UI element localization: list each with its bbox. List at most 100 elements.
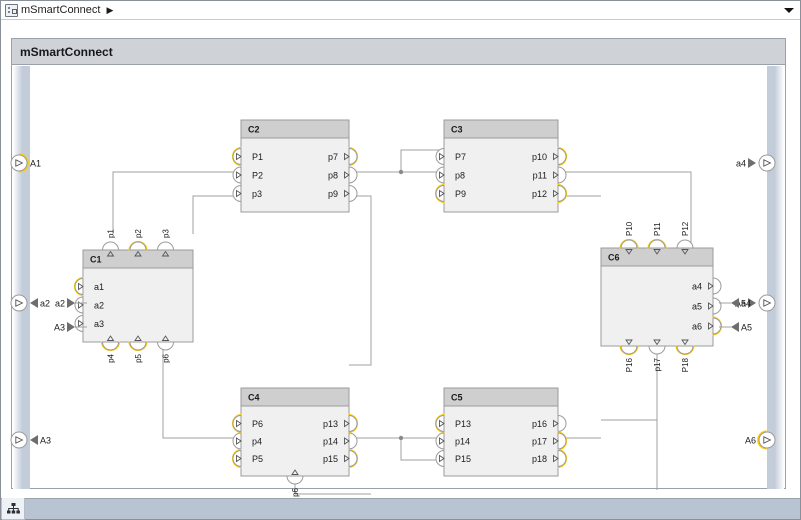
- port-p10[interactable]: p10: [532, 146, 568, 167]
- port-label: P1: [252, 152, 263, 162]
- chevron-down-icon[interactable]: [783, 5, 794, 16]
- port-label: p15: [323, 454, 338, 464]
- port-p4[interactable]: p4: [232, 432, 262, 450]
- port-p2[interactable]: p2: [128, 229, 148, 257]
- port-a4[interactable]: a4: [692, 277, 722, 295]
- port-p9[interactable]: p9: [328, 184, 358, 203]
- port-p7[interactable]: p7: [328, 146, 359, 167]
- port-direction-icon: [134, 250, 142, 257]
- connector-label: A3: [54, 322, 65, 332]
- port-P16[interactable]: P16: [619, 339, 639, 372]
- port-P9[interactable]: P9: [434, 183, 466, 204]
- port-p8[interactable]: p8: [435, 166, 465, 184]
- port-P11[interactable]: P11: [647, 222, 667, 255]
- root-port-socket: [10, 294, 28, 312]
- port-p13[interactable]: p13: [323, 413, 359, 434]
- port-P6[interactable]: P6: [231, 413, 263, 434]
- port-direction-icon: [236, 171, 242, 179]
- root-port-A1[interactable]: A1: [10, 153, 41, 173]
- root-port-label: a2: [40, 298, 50, 308]
- port-socket: [435, 414, 445, 433]
- port-P10[interactable]: P10: [619, 221, 639, 255]
- port-P2[interactable]: P2: [232, 166, 263, 184]
- port-p3[interactable]: p3: [156, 229, 175, 257]
- port-direction-icon: [161, 250, 170, 257]
- port-p12[interactable]: p12: [532, 183, 568, 204]
- port-p11[interactable]: p11: [533, 166, 567, 184]
- root-port-A3[interactable]: A3: [10, 431, 51, 449]
- status-bar: [1, 498, 800, 520]
- port-direction-icon: [553, 437, 559, 445]
- port-label: P12: [681, 221, 690, 236]
- port-P15[interactable]: P15: [435, 449, 471, 468]
- root-port-socket: [10, 431, 28, 449]
- port-direction-icon: [439, 454, 445, 463]
- port-P13[interactable]: P13: [434, 413, 471, 434]
- port-p4[interactable]: p4: [100, 335, 121, 363]
- port-p15[interactable]: p15: [323, 448, 359, 469]
- root-port-a2[interactable]: a2: [10, 294, 50, 312]
- port-a5[interactable]: a5: [692, 297, 722, 315]
- port-socket: [712, 297, 722, 315]
- port-direction-icon: [236, 437, 242, 445]
- connector-stub-a4[interactable]: a4: [719, 298, 751, 308]
- port-P18[interactable]: P18: [675, 339, 695, 372]
- port-socket: [557, 449, 567, 468]
- port-socket: [74, 314, 84, 333]
- port-p14[interactable]: p14: [323, 432, 358, 450]
- connector-arrow-icon: [67, 298, 75, 308]
- port-p5[interactable]: p5: [128, 335, 148, 363]
- port-label: p9: [328, 189, 338, 199]
- port-label: P5: [252, 454, 263, 464]
- breadcrumb-label[interactable]: mSmartConnect: [21, 3, 101, 16]
- port-p3[interactable]: p3: [232, 184, 262, 203]
- port-direction-icon: [236, 419, 242, 428]
- port-p16[interactable]: p16: [532, 414, 567, 433]
- port-direction-icon: [625, 249, 633, 255]
- connector-stub-A5[interactable]: A5: [719, 322, 752, 332]
- wire: [112, 171, 241, 234]
- port-p17[interactable]: p17: [648, 339, 666, 371]
- port-p14[interactable]: p14: [435, 432, 470, 450]
- port-a6[interactable]: a6: [692, 316, 723, 336]
- left-boundary-gutter: [13, 66, 30, 489]
- port-p17[interactable]: p17: [532, 431, 568, 451]
- port-P1[interactable]: P1: [231, 146, 263, 167]
- port-direction-icon: [553, 152, 559, 161]
- port-label: p7: [328, 152, 338, 162]
- hierarchy-icon[interactable]: [2, 498, 25, 520]
- root-port-a4[interactable]: a4: [736, 154, 776, 172]
- port-direction-icon: [236, 454, 242, 463]
- connector-stub-a2[interactable]: a2: [55, 298, 87, 308]
- port-a2[interactable]: a2: [74, 296, 104, 314]
- port-direction-icon: [708, 282, 714, 290]
- port-label: P2: [252, 170, 263, 180]
- port-a1[interactable]: a1: [73, 276, 104, 297]
- connector-label: A5: [741, 322, 752, 332]
- port-p6[interactable]: p6: [286, 469, 304, 497]
- port-P5[interactable]: P5: [231, 448, 263, 469]
- port-P12[interactable]: P12: [676, 221, 694, 255]
- port-label: p4: [252, 436, 262, 446]
- port-direction-icon: [708, 302, 714, 310]
- port-socket: [156, 241, 175, 251]
- root-port-A6[interactable]: A6: [745, 430, 776, 450]
- block-name: C5: [451, 393, 463, 403]
- port-p1[interactable]: p1: [101, 229, 120, 257]
- connector-stub-A3[interactable]: A3: [54, 322, 87, 332]
- port-label: p18: [532, 454, 547, 464]
- port-P7[interactable]: P7: [435, 147, 466, 166]
- root-port-A5[interactable]: A5: [735, 294, 776, 312]
- port-p18[interactable]: p18: [532, 448, 568, 469]
- port-p6[interactable]: p6: [156, 335, 175, 363]
- port-p8[interactable]: p8: [328, 166, 358, 184]
- breadcrumb-arrow-icon[interactable]: ▶: [106, 4, 114, 15]
